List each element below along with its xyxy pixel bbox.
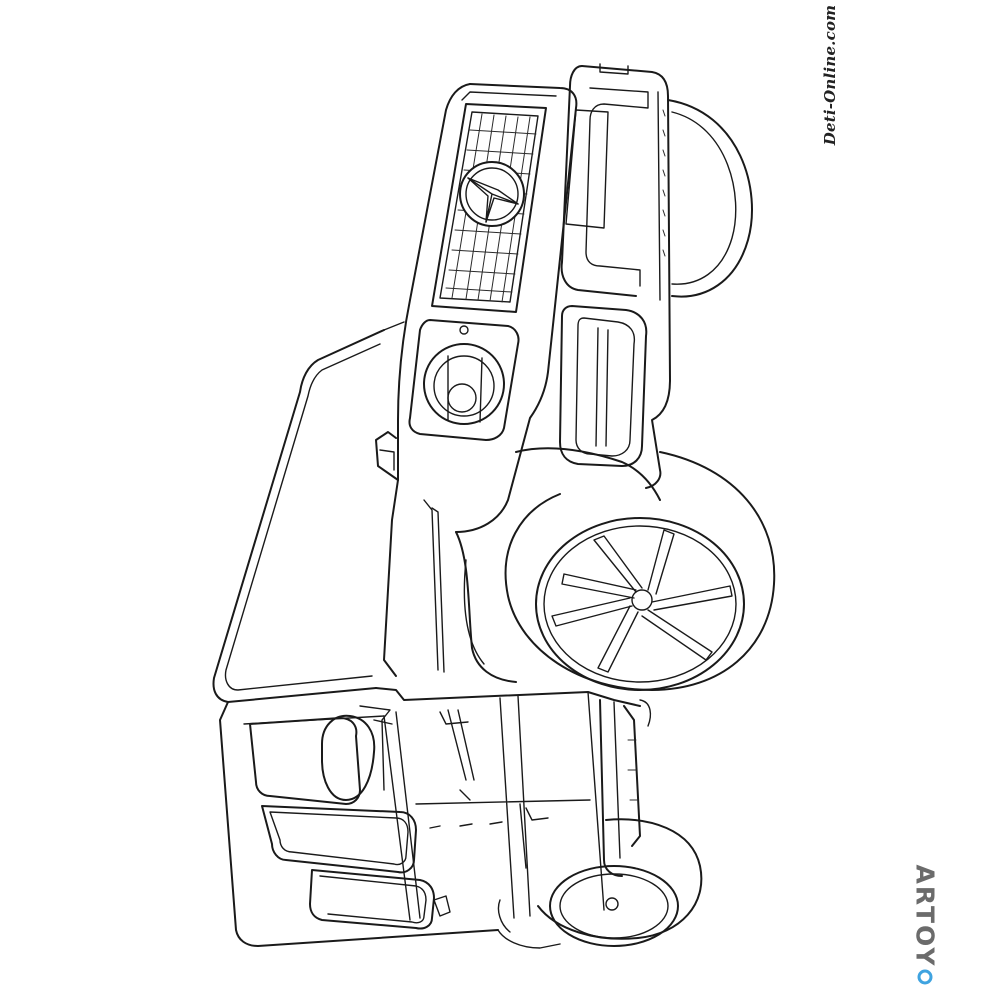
headlight — [408, 319, 520, 441]
front-bumper — [560, 63, 671, 489]
windshield — [212, 321, 405, 703]
running-board — [599, 699, 652, 877]
star-emblem-icon — [459, 161, 525, 227]
hood — [375, 83, 578, 533]
brand-watermark-word: ARTOY — [911, 864, 940, 984]
side-mirror — [321, 705, 393, 801]
body-side — [219, 687, 641, 947]
site-watermark: Deti-Online.com — [818, 5, 842, 145]
front-wheel — [504, 451, 776, 691]
brand-watermark: ARTOY — [902, 860, 948, 988]
fog-light — [559, 305, 648, 467]
rear-wheel — [667, 99, 753, 298]
rim-spokes — [551, 529, 733, 673]
brand-watermark-text: ARTOY — [910, 864, 940, 967]
grille — [431, 103, 547, 313]
front-fender — [383, 447, 661, 683]
site-watermark-text: Deti-Online.com — [821, 4, 839, 146]
brand-ring-icon — [917, 969, 933, 984]
